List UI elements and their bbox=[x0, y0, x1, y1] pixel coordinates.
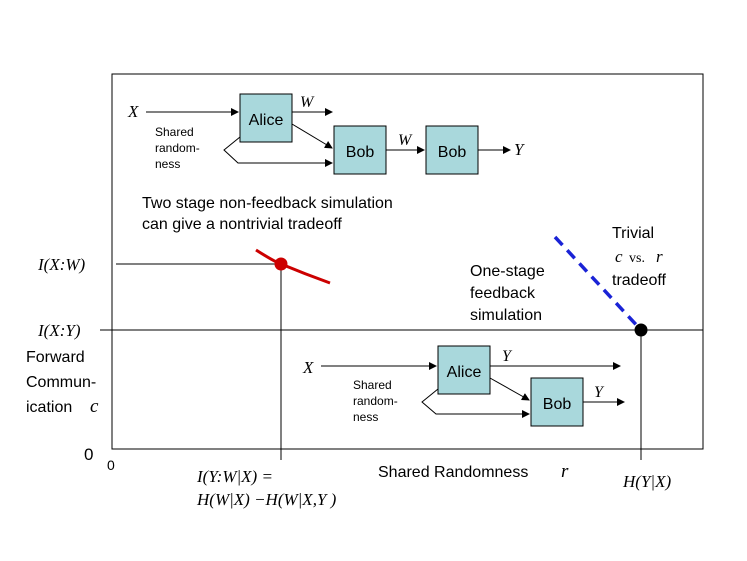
top-w-mid-label: W bbox=[398, 132, 413, 149]
one-stage-label-line3: simulation bbox=[470, 307, 542, 324]
top-alice-box bbox=[239, 93, 293, 143]
y-axis-title-line3: ication bbox=[26, 399, 72, 416]
y-axis-title-line2: Commun- bbox=[26, 374, 96, 391]
one-stage-label-line2: feedback bbox=[470, 285, 536, 302]
x-label-iyw-line1: I(Y:W|X) = bbox=[196, 467, 273, 486]
top-bob2-label: Bob bbox=[438, 144, 467, 161]
bottom-shared-line1: Shared bbox=[353, 378, 392, 392]
arrow-alice-to-bob bbox=[291, 123, 333, 149]
top-output-y: Y bbox=[514, 140, 525, 159]
y-label-ixw: I(X:W) bbox=[37, 255, 86, 274]
x-label-hyx: H(Y|X) bbox=[622, 472, 671, 491]
bottom-alice-box bbox=[437, 345, 491, 395]
bottom-shared-line2: random- bbox=[353, 394, 398, 408]
bottom-y-out-label: Y bbox=[594, 384, 605, 401]
one-stage-label-line1: One-stage bbox=[470, 263, 545, 280]
top-shared-line1: Shared bbox=[155, 125, 194, 139]
plot-frame bbox=[111, 73, 704, 450]
top-shared-line3: ness bbox=[155, 157, 180, 171]
bottom-protocol-diagram: X Alice Y Shared random- ness Bob Y bbox=[302, 345, 625, 427]
top-w-out-label: W bbox=[300, 94, 315, 111]
top-bob1-box bbox=[333, 125, 387, 175]
trivial-vs: vs. bbox=[629, 251, 645, 266]
shared-randomness-arrows bbox=[223, 136, 333, 167]
x-label-iyw-line2: H(W|X) −H(W|X,Y ) bbox=[196, 490, 337, 509]
y-axis-symbol-c: c bbox=[90, 396, 99, 417]
top-alice-label: Alice bbox=[249, 112, 284, 129]
arrow-bottom-alice-to-bob bbox=[489, 377, 530, 401]
trivial-label-line1: Trivial bbox=[612, 225, 654, 242]
trivial-label-line3: tradeoff bbox=[612, 272, 667, 289]
top-shared-line2: random- bbox=[155, 141, 200, 155]
y-label-ixy: I(X:Y) bbox=[37, 321, 81, 340]
x-axis-symbol-r: r bbox=[561, 461, 569, 482]
bottom-shared-line3: ness bbox=[353, 410, 378, 424]
top-protocol-diagram: X Alice W Shared random- ness Bob W Bob … bbox=[127, 93, 525, 175]
two-stage-caption-line1: Two stage non-feedback simulation bbox=[142, 195, 393, 212]
bottom-bob-label: Bob bbox=[543, 396, 572, 413]
two-stage-caption-line2: can give a nontrivial tradeoff bbox=[142, 216, 342, 233]
y-label-zero: 0 bbox=[84, 445, 93, 464]
trivial-c: c bbox=[615, 247, 623, 266]
bottom-alice-label: Alice bbox=[447, 364, 482, 381]
two-stage-tradeoff-curve bbox=[255, 248, 331, 285]
top-input-x: X bbox=[127, 102, 139, 121]
bottom-y-top-label: Y bbox=[502, 348, 513, 365]
x-label-zero: 0 bbox=[107, 457, 115, 473]
x-axis-title: Shared Randomness bbox=[378, 464, 528, 481]
y-axis-title-line1: Forward bbox=[26, 349, 85, 366]
trivial-tradeoff-line bbox=[553, 235, 643, 332]
top-bob1-label: Bob bbox=[346, 144, 375, 161]
one-stage-point bbox=[634, 323, 648, 337]
bottom-shared-randomness-arrows bbox=[421, 388, 530, 418]
two-stage-point bbox=[274, 257, 288, 271]
trivial-r: r bbox=[656, 247, 663, 266]
bottom-input-x: X bbox=[302, 358, 314, 377]
